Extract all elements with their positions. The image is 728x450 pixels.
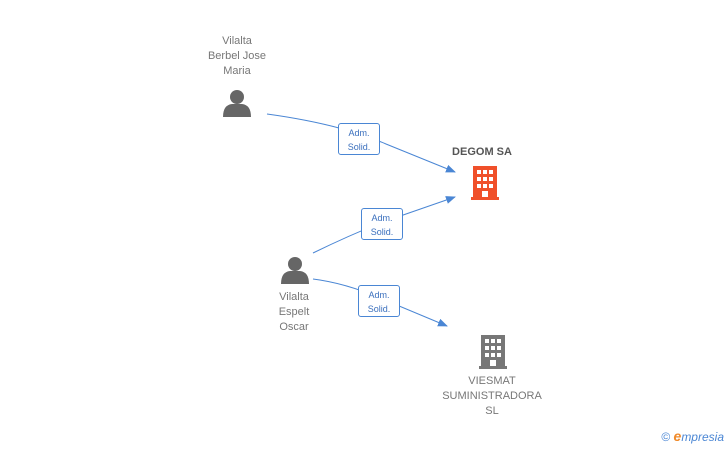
building-icon[interactable] (479, 335, 507, 369)
empresia-logo: © empresia (661, 428, 724, 444)
brand-logo-text: mpresia (681, 430, 724, 444)
person-icon[interactable] (223, 90, 251, 117)
copyright-icon: © (661, 430, 671, 444)
building-icon[interactable] (471, 166, 499, 200)
person-label-oscar[interactable]: Vilalta Espelt Oscar (278, 291, 310, 333)
person-label-jose[interactable]: Vilalta Berbel Jose Maria (207, 35, 267, 77)
person-icon[interactable] (281, 257, 309, 284)
company-label-degom[interactable]: DEGOM SA (452, 146, 512, 158)
edge-label[interactable]: Adm. Solid. (338, 123, 380, 155)
brand-logo-e: e (673, 428, 682, 444)
company-label-viesmat[interactable]: VIESMAT SUMINISTRADORA SL (442, 375, 542, 417)
edge-label[interactable]: Adm. Solid. (358, 285, 400, 317)
edge-label[interactable]: Adm. Solid. (361, 208, 403, 240)
